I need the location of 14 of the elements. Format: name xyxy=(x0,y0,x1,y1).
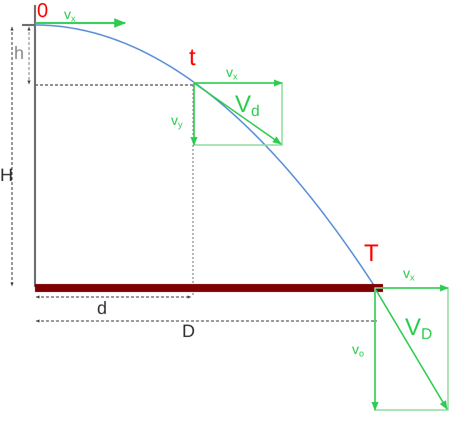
velocity-label: v$_{x}$ xyxy=(403,266,415,282)
velocity-label: v$_{y}$ xyxy=(171,113,183,130)
dimension-label: H xyxy=(0,166,13,184)
velocity-label: v$_{o}$ xyxy=(352,342,364,358)
point-label: T xyxy=(364,242,379,266)
dimension-label: h xyxy=(14,44,24,62)
velocity-label: V$_{D}$ xyxy=(405,316,432,342)
velocity-label: v$_{x}$ xyxy=(226,65,238,82)
velocity-label: v$_{x}$ xyxy=(64,7,76,24)
dimension-label: d xyxy=(97,299,108,317)
velocity-label: V$_{d}$ xyxy=(235,93,260,120)
point-label: 0 xyxy=(37,1,48,21)
point-label: t xyxy=(189,46,196,70)
dimension-label: D xyxy=(182,322,195,340)
